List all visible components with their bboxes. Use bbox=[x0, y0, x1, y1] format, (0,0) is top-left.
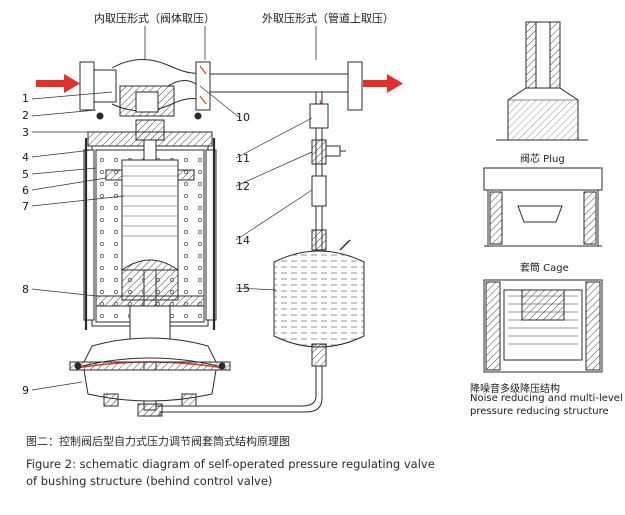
callout-14: 14 bbox=[236, 234, 250, 247]
callout-numbers: 1 2 3 4 5 6 7 8 9 10 11 12 14 15 bbox=[22, 92, 250, 397]
callout-7: 7 bbox=[22, 200, 29, 213]
plug-label: 阀芯 Plug bbox=[520, 154, 565, 165]
noise-label-cn: 降噪音多级降压结构 bbox=[470, 384, 560, 395]
callout-4: 4 bbox=[22, 151, 29, 164]
noise-label-en-2: pressure reducing structure bbox=[470, 406, 609, 417]
noise-label-en-1: Noise reducing and multi-level bbox=[470, 393, 623, 404]
callout-1: 1 bbox=[22, 92, 29, 105]
callout-3: 3 bbox=[22, 126, 29, 139]
return-pipe bbox=[159, 397, 323, 416]
valve-body bbox=[79, 59, 363, 120]
cage-label: 套筒 Cage bbox=[520, 263, 569, 274]
callout-leaders bbox=[31, 85, 313, 391]
actuator-housing bbox=[83, 119, 217, 411]
outlet-arrow-icon bbox=[363, 74, 403, 93]
cage-drawing bbox=[483, 167, 603, 247]
internal-tap-label: 内取压形式（阀体取压） bbox=[94, 11, 215, 25]
caption-en-2: of bushing structure (behind control val… bbox=[26, 474, 273, 488]
callout-11: 11 bbox=[236, 152, 250, 165]
callout-6: 6 bbox=[22, 184, 29, 197]
callout-12: 12 bbox=[236, 180, 250, 193]
callout-10: 10 bbox=[236, 111, 250, 124]
callout-15: 15 bbox=[236, 282, 250, 295]
diaphragm-chamber bbox=[69, 337, 231, 417]
callout-5: 5 bbox=[22, 168, 29, 181]
inlet-arrow-icon bbox=[36, 74, 80, 93]
callout-9: 9 bbox=[22, 384, 29, 397]
plug-drawing bbox=[496, 21, 588, 141]
noise-reducing-drawing bbox=[483, 279, 603, 373]
impulse-line bbox=[309, 92, 346, 251]
caption-en-1: Figure 2: schematic diagram of self-oper… bbox=[26, 457, 435, 471]
return-pipe-inner bbox=[156, 395, 317, 407]
caption-cn: 图二：控制阀后型自力式压力调节阀套筒式结构原理图 bbox=[26, 435, 290, 448]
callout-8: 8 bbox=[22, 283, 29, 296]
external-tap-label: 外取压形式（管道上取压） bbox=[262, 11, 394, 25]
condenser-pot bbox=[273, 239, 365, 400]
callout-2: 2 bbox=[22, 109, 29, 122]
